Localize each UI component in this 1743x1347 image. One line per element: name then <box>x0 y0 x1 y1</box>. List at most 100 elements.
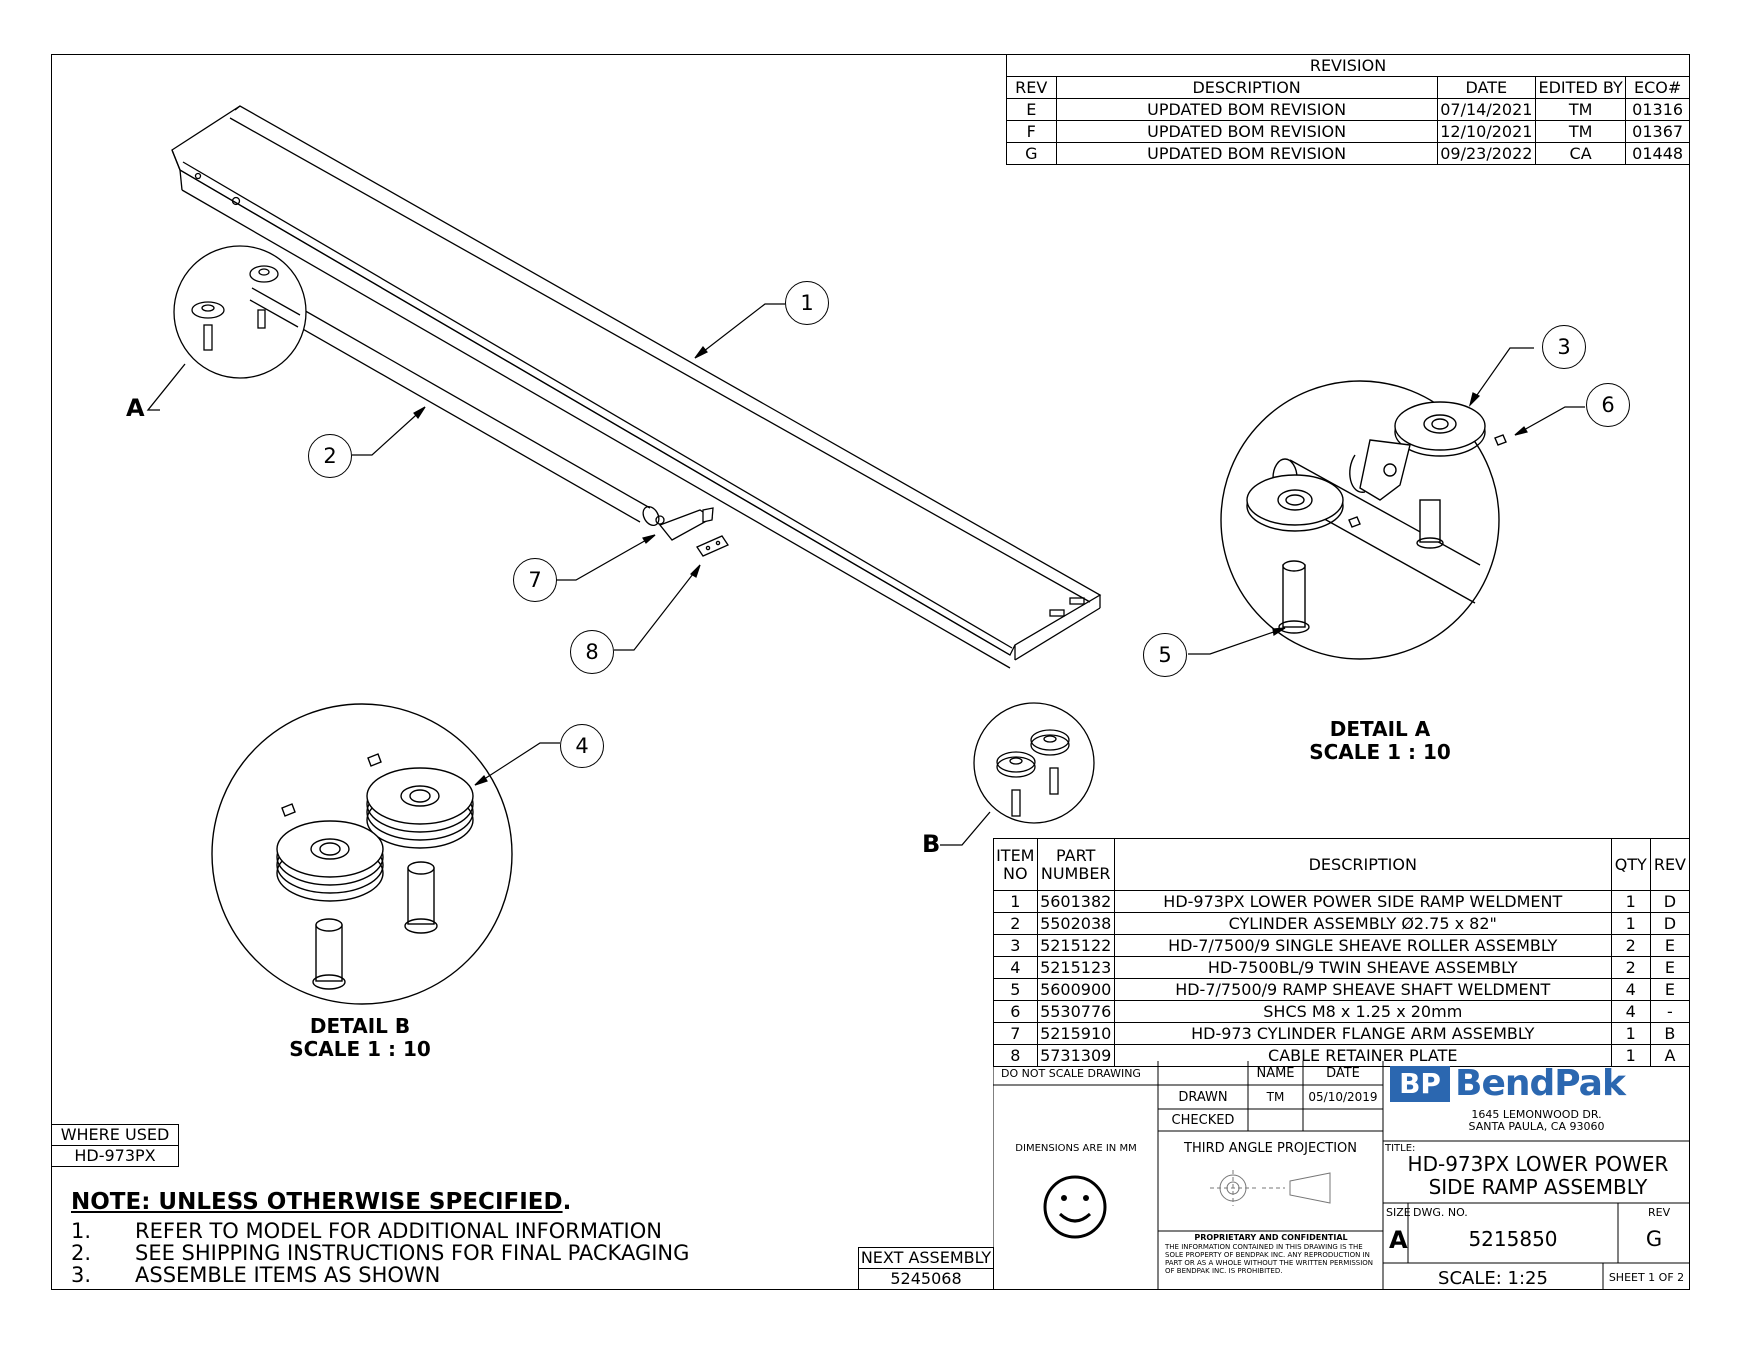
callout-8: 8 <box>570 630 614 674</box>
notes-heading-suffix: . <box>562 1189 572 1215</box>
bom-cell: A <box>1649 1044 1691 1067</box>
revision-cell: TM <box>1534 120 1627 143</box>
scale-label: SCALE: 1:25 <box>1438 1268 1548 1289</box>
revision-header-cell: EDITED BY <box>1534 76 1627 99</box>
bom-cell: 1 <box>1610 890 1651 913</box>
drawn-name: TM <box>1266 1090 1285 1104</box>
bendpak-logo-mark: BP <box>1390 1066 1450 1102</box>
size-value: A <box>1389 1226 1408 1254</box>
bom-cell: 1 <box>1610 912 1651 935</box>
note-text: REFER TO MODEL FOR ADDITIONAL INFORMATIO… <box>135 1219 662 1243</box>
detail-b-label: DETAIL B SCALE 1 : 10 <box>255 1015 465 1061</box>
callout-3: 3 <box>1542 325 1586 369</box>
revision-header-cell: DATE <box>1436 76 1536 99</box>
title-block-grid <box>993 1061 1690 1290</box>
proprietary-text: THE INFORMATION CONTAINED IN THIS DRAWIN… <box>1165 1243 1374 1275</box>
third-angle-projection-symbol <box>1210 1170 1331 1206</box>
bom-cell: 6 <box>993 1000 1038 1023</box>
drawn-date: 05/10/2019 <box>1308 1090 1378 1104</box>
rev-value: G <box>1645 1227 1663 1251</box>
dimensions-note: DIMENSIONS ARE IN MM <box>1015 1143 1137 1154</box>
leader-lines <box>352 303 1585 786</box>
bom-cell: 5 <box>993 978 1038 1001</box>
revision-cell: CA <box>1534 142 1627 165</box>
address-line-1: 1645 LEMONWOOD DR. <box>1471 1108 1602 1121</box>
title-block: DO NOT SCALE DRAWING NAME DATE DRAWN TM … <box>993 1061 1690 1290</box>
revision-cell: 01367 <box>1625 120 1690 143</box>
callout-2: 2 <box>308 434 352 478</box>
revision-cell: 09/23/2022 <box>1436 142 1536 165</box>
bom-cell: 7 <box>993 1022 1038 1045</box>
bom-cell: 8 <box>993 1044 1038 1067</box>
detail-b-view <box>211 703 513 1005</box>
name-header: NAME <box>1256 1066 1295 1081</box>
size-label: SIZE <box>1386 1206 1411 1219</box>
where-used-value: HD-973PX <box>51 1145 179 1167</box>
detail-b-title: DETAIL B <box>309 1014 411 1038</box>
bom-cell: 4 <box>1610 978 1651 1001</box>
bom-cell: 5215123 <box>1036 956 1115 979</box>
bom-cell: 2 <box>1610 956 1651 979</box>
bom-cell: 1 <box>993 890 1038 913</box>
drawn-label: DRAWN <box>1178 1090 1228 1105</box>
revision-cell: TM <box>1534 98 1627 121</box>
revision-cell: F <box>1006 120 1057 143</box>
bom-row: 2 5502038 CYLINDER ASSEMBLY Ø2.75 x 82" … <box>993 912 1691 935</box>
detail-a-title: DETAIL A <box>1329 717 1431 741</box>
note-number: 1. <box>71 1219 92 1243</box>
bom-cell: 5601382 <box>1036 890 1115 913</box>
dwg-no: 5215850 <box>1468 1227 1558 1251</box>
detail-a-view <box>1220 380 1507 660</box>
bom-cell: HD-7/7500/9 SINGLE SHEAVE ROLLER ASSEMBL… <box>1113 934 1612 957</box>
bom-cell: 5600900 <box>1036 978 1115 1001</box>
title-label: TITLE: <box>1385 1143 1416 1154</box>
callout-4: 4 <box>560 724 604 768</box>
bom-cell: - <box>1649 1000 1691 1023</box>
callout-5: 5 <box>1143 633 1187 677</box>
bom-row: 6 5530776 SHCS M8 x 1.25 x 20mm 4 - <box>993 1000 1691 1023</box>
bom-cell: HD-973 CYLINDER FLANGE ARM ASSEMBLY <box>1113 1022 1612 1045</box>
revision-cell: 07/14/2021 <box>1436 98 1536 121</box>
bom-header-cell: ITEM NO <box>993 838 1038 891</box>
bom-cell: CYLINDER ASSEMBLY Ø2.75 x 82" <box>1113 912 1612 935</box>
bom-cell: 1 <box>1610 1022 1651 1045</box>
bom-cell: 4 <box>1610 1000 1651 1023</box>
checked-label: CHECKED <box>1171 1113 1235 1128</box>
revision-cell: 01316 <box>1625 98 1690 121</box>
bom-cell: E <box>1649 956 1691 979</box>
detail-a-marker: A <box>126 394 145 422</box>
revision-header-cell: REV <box>1006 76 1057 99</box>
bom-cell: CABLE RETAINER PLATE <box>1113 1044 1612 1067</box>
revision-header-cell: DESCRIPTION <box>1055 76 1438 99</box>
bom-header-row: ITEM NO PART NUMBER DESCRIPTION QTY REV <box>993 838 1691 891</box>
detail-a-indicator <box>146 245 307 411</box>
bom-row: 8 5731309 CABLE RETAINER PLATE 1 A <box>993 1044 1691 1067</box>
bom-header-cell: DESCRIPTION <box>1113 838 1612 891</box>
bom-row: 4 5215123 HD-7500BL/9 TWIN SHEAVE ASSEMB… <box>993 956 1691 979</box>
callout-6: 6 <box>1586 383 1630 427</box>
revision-title: REVISION <box>1006 54 1690 77</box>
bom-cell: D <box>1649 912 1691 935</box>
note-item: 1. REFER TO MODEL FOR ADDITIONAL INFORMAT… <box>71 1220 662 1242</box>
bom-row: 1 5601382 HD-973PX LOWER POWER SIDE RAMP… <box>993 890 1691 913</box>
bom-cell: 4 <box>993 956 1038 979</box>
bom-header-cell: PART NUMBER <box>1036 838 1115 891</box>
address-line-2: SANTA PAULA, CA 93060 <box>1468 1120 1605 1133</box>
note-text: ASSEMBLE ITEMS AS SHOWN <box>135 1263 441 1287</box>
ramp-weldment-illustration <box>171 105 1102 669</box>
bom-cell: 3 <box>993 934 1038 957</box>
revision-cell: UPDATED BOM REVISION <box>1055 98 1438 121</box>
bom-cell: D <box>1649 890 1691 913</box>
callout-7: 7 <box>513 558 557 602</box>
bom-cell: 5215122 <box>1036 934 1115 957</box>
detail-b-scale: SCALE 1 : 10 <box>289 1037 431 1061</box>
notes-heading: NOTE: UNLESS OTHERWISE SPECIFIED. <box>71 1189 572 1215</box>
revision-cell: 01448 <box>1625 142 1690 165</box>
projection-label: THIRD ANGLE PROJECTION <box>1184 1141 1357 1156</box>
bom-cell: B <box>1649 1022 1691 1045</box>
revision-cell: E <box>1006 98 1057 121</box>
note-item: 2.SEE SHIPPING INSTRUCTIONS FOR FINAL PA… <box>71 1242 689 1264</box>
bom-header-cell: QTY <box>1610 838 1651 891</box>
sheet-label: SHEET 1 OF 2 <box>1608 1271 1685 1284</box>
